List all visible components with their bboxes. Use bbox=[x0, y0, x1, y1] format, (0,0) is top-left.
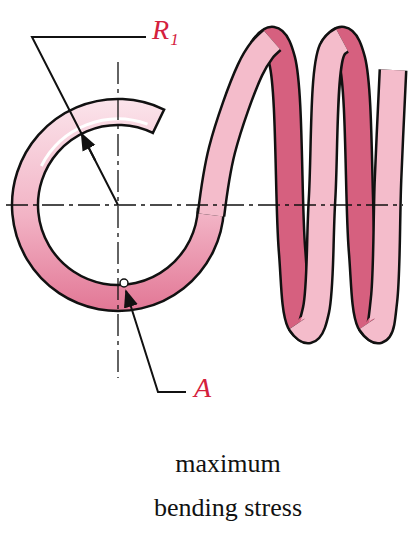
point-marker bbox=[120, 279, 128, 287]
caption: maximum bending stress bbox=[138, 442, 318, 530]
coil-outline bbox=[262, 40, 308, 330]
coil-wire bbox=[370, 70, 393, 330]
radius-arrow bbox=[82, 134, 96, 161]
coil-outline bbox=[211, 40, 272, 215]
coil-wire bbox=[300, 40, 342, 330]
radius-label: R₁ bbox=[152, 14, 179, 46]
leader-line bbox=[126, 291, 186, 392]
center-line bbox=[6, 204, 403, 205]
center-line bbox=[117, 62, 118, 378]
coil-outline bbox=[300, 40, 342, 330]
coil-wire bbox=[211, 40, 272, 215]
coil-outline bbox=[370, 70, 393, 330]
highlight bbox=[41, 119, 147, 166]
leader-line bbox=[32, 37, 146, 205]
coil-wire bbox=[262, 40, 308, 330]
point-label: A bbox=[194, 372, 211, 404]
